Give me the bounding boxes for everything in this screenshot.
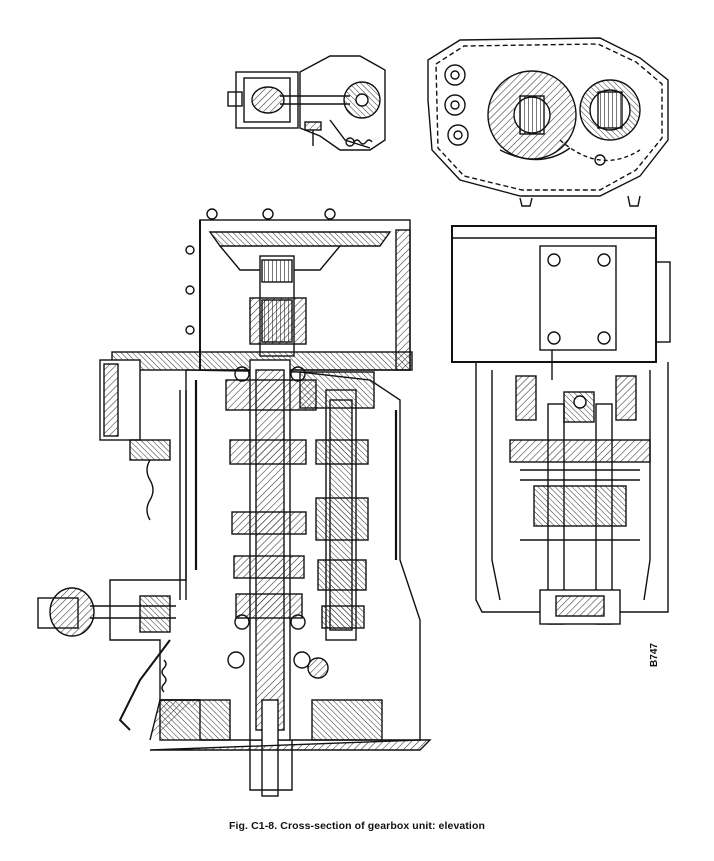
selector-detail-view — [227, 55, 386, 151]
gearbox-end-view — [427, 37, 669, 207]
gearbox-side-elevation — [451, 225, 671, 625]
main-cross-section — [37, 208, 432, 797]
drawing-reference-code: B747 — [649, 643, 660, 667]
figure-caption: Fig. C1-8. Cross-section of gearbox unit… — [229, 820, 485, 832]
